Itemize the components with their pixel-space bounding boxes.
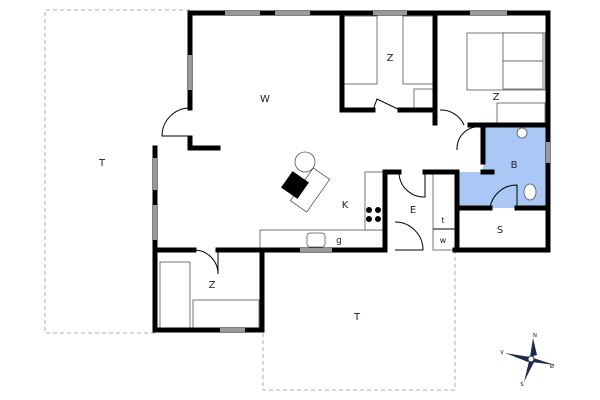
counter-label-g: g	[336, 236, 342, 246]
compass-north: N	[533, 333, 537, 339]
stove-burner	[366, 207, 372, 213]
room-label-bedroom-twin: Z	[387, 53, 394, 64]
room-label-kitchen: K	[342, 200, 349, 211]
closet-label-t: t	[441, 216, 444, 225]
room-label-bathroom: B	[511, 160, 518, 171]
room-label-bedroom-double: Z	[493, 92, 500, 103]
room-label-terrace-bottom: T	[353, 312, 361, 323]
terrace-bottom-outline	[262, 252, 456, 391]
compass-south: S	[520, 382, 523, 388]
room-label-entrance: E	[410, 205, 416, 216]
windows	[153, 11, 550, 332]
furniture	[159, 15, 546, 329]
terrace-left-outline	[44, 9, 190, 334]
walls	[152, 10, 551, 333]
doors	[161, 98, 518, 275]
compass-rose-icon: N V S Ø	[500, 333, 555, 388]
room-label-terrace-left: T	[98, 158, 106, 169]
room-label-bedroom-lower: Z	[209, 280, 216, 291]
compass-east: Ø	[550, 363, 554, 370]
room-label-living: W	[260, 94, 270, 105]
compass-west: V	[500, 350, 504, 356]
closet-label-w: w	[440, 236, 447, 245]
room-label-storage: S	[497, 225, 503, 236]
